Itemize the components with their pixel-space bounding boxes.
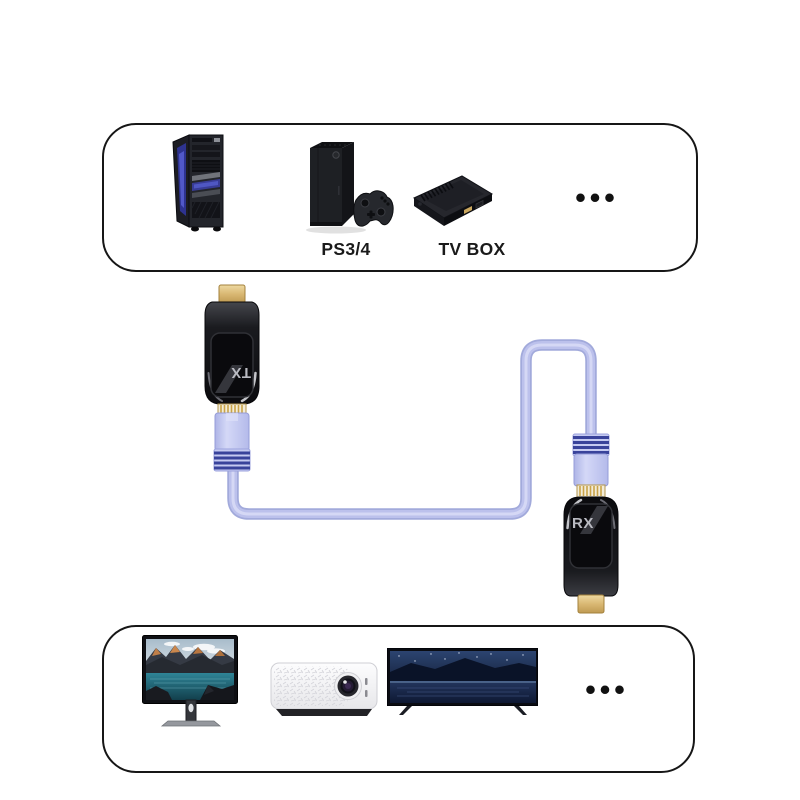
- tv-box-label: TV BOX: [438, 239, 506, 259]
- tv-box-image: [412, 175, 494, 226]
- computer-monitor-image: [142, 635, 238, 727]
- rx-receiver-image: RX: [563, 433, 619, 614]
- rx-label: RX: [572, 515, 594, 532]
- tx-label: TX: [231, 364, 251, 381]
- ellipsis-icon: •••: [585, 673, 629, 707]
- console-label: PS3/4: [321, 239, 371, 259]
- game-console-image: [306, 142, 394, 234]
- ellipsis-icon: •••: [575, 181, 619, 215]
- gaming-pc-image: [172, 134, 224, 232]
- tx-transmitter-image: TX: [204, 284, 260, 472]
- television-image: [387, 648, 538, 715]
- projector-image: [270, 662, 378, 716]
